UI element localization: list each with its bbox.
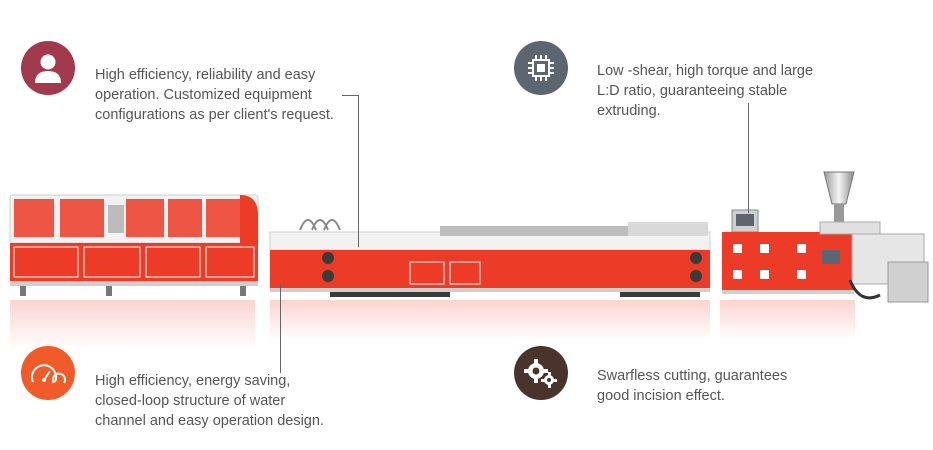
cooling-tank [269, 219, 711, 297]
gears-icon [514, 346, 568, 400]
connector-line-top-right [748, 103, 749, 213]
extrusion-line-illustration [9, 171, 929, 350]
chip-icon [514, 41, 568, 95]
speedometer-icon [21, 346, 75, 400]
extruder-unit [722, 171, 929, 303]
connector-line-top-left [342, 95, 359, 96]
feature-text-top-left: High efficiency, reliability and easy op… [95, 67, 334, 123]
user-icon [21, 41, 75, 95]
cutter-unit [9, 194, 259, 296]
feature-text-top-right: Low -shear, high torque and large L:D ra… [597, 63, 814, 119]
connector-line-top-left-vertical [358, 95, 359, 247]
connector-line-bottom-left [280, 283, 281, 373]
feature-text-bottom-right: Swarfless cutting, guarantees good incis… [597, 368, 788, 404]
feature-text-bottom-left: High efficiency, energy saving, closed-l… [95, 373, 324, 429]
